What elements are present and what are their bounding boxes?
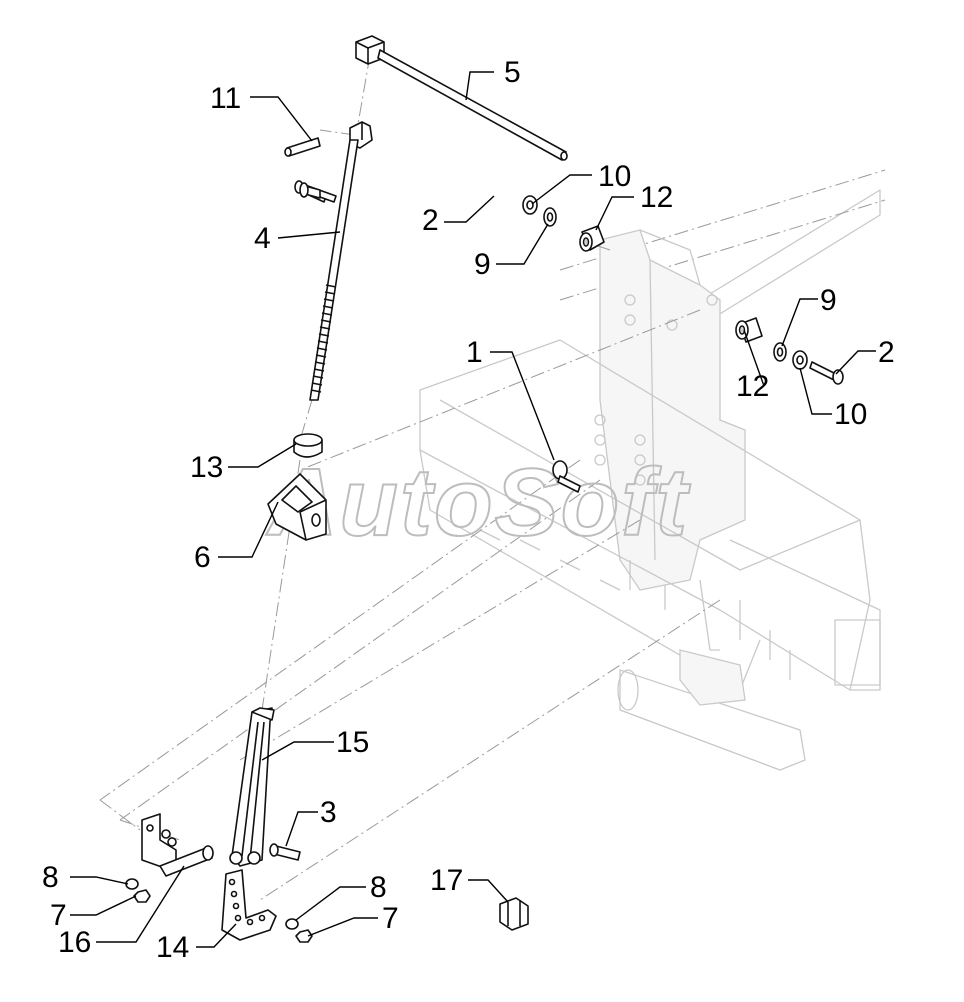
callout-7-left: 7 (50, 899, 67, 932)
thread-marks (310, 284, 337, 393)
callout-9-right: 9 (820, 284, 837, 317)
part-12-bushing-right (735, 317, 763, 343)
part-15-link (229, 707, 275, 867)
part-5-rod (355, 35, 568, 161)
part-4-threaded-rod (309, 121, 373, 401)
part-2-bolt-upper-mid (299, 182, 321, 199)
callout-12-upper: 12 (640, 181, 673, 214)
callout-labels: 11 5 4 2 10 12 9 1 9 2 12 10 13 6 15 3 8… (42, 56, 895, 964)
part-1-bolt (552, 460, 581, 493)
callout-13: 13 (190, 451, 223, 484)
callout-6: 6 (194, 541, 211, 574)
part-2-bolt-right (809, 361, 844, 385)
callout-5: 5 (504, 56, 521, 89)
callout-10-right: 10 (834, 398, 867, 431)
callout-12-right: 12 (736, 370, 769, 403)
watermark-text: AutoSoft (266, 449, 691, 556)
callout-14: 14 (156, 931, 189, 964)
part-16-tube-bracket (141, 813, 214, 877)
part-9-washer-right (773, 342, 787, 362)
ghost-frame-assembly (419, 169, 886, 771)
callout-2-upper: 2 (422, 204, 439, 237)
part-3-bolt (269, 843, 301, 861)
callout-8-left: 8 (42, 861, 59, 894)
part-10-washer-right (792, 350, 808, 370)
part-12-bushing-upper (579, 225, 605, 252)
callout-17: 17 (430, 864, 463, 897)
callout-3: 3 (320, 796, 337, 829)
callout-4: 4 (254, 222, 271, 255)
part-7-nut-left (133, 889, 151, 903)
part-7-nut-right (295, 929, 313, 943)
part-10-washer-upper (522, 195, 538, 215)
part-6-wedge-block (267, 473, 327, 541)
callout-7-right: 7 (382, 902, 399, 935)
callout-16: 16 (58, 926, 91, 959)
part-17-clip (499, 897, 529, 931)
callout-9-upper: 9 (474, 248, 491, 281)
callout-1: 1 (466, 336, 483, 369)
callout-8-right: 8 (370, 871, 387, 904)
callout-15: 15 (336, 726, 369, 759)
part-9-washer-upper (543, 207, 557, 227)
callout-2-right: 2 (878, 336, 895, 369)
callout-11: 11 (210, 82, 241, 115)
callout-10-upper: 10 (598, 160, 631, 193)
part-8-washer-right (285, 918, 299, 930)
leader-lines (70, 71, 876, 948)
part-13-nut (293, 433, 323, 458)
part-11-pin (284, 137, 321, 157)
